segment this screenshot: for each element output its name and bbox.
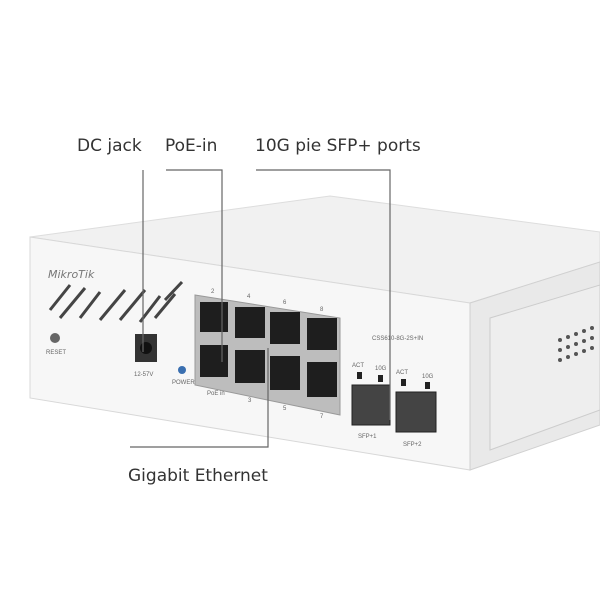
sfp-port-1[interactable]	[351, 384, 391, 426]
ethernet-ports[interactable]	[200, 302, 337, 397]
reset-button[interactable]	[50, 333, 60, 343]
dc-jack-callout: DC jack	[77, 136, 142, 156]
tenG-led	[378, 375, 383, 382]
port-number: 7	[320, 414, 324, 420]
ethernet-port-2	[200, 302, 228, 332]
ethernet-port-8	[307, 318, 337, 350]
port-number: 6	[283, 300, 287, 306]
dc-jack-hole	[140, 342, 152, 354]
sfp-ports-callout: 10G pie SFP+ ports	[255, 136, 421, 156]
gigabit-ethernet-callout: Gigabit Ethernet	[128, 466, 268, 486]
tenG-label: 10G	[375, 366, 387, 372]
callout-lines	[130, 169, 391, 448]
power-led	[178, 366, 186, 374]
ethernet-port-1	[200, 345, 228, 377]
act-label: ACT	[352, 363, 364, 369]
ethernet-port-4	[235, 307, 265, 338]
power-label: POWER	[172, 380, 195, 386]
act-label: ACT	[396, 370, 408, 376]
poe-in-callout: PoE-in	[165, 136, 218, 156]
act-led	[401, 379, 406, 386]
port-number: 4	[247, 294, 251, 300]
tenG-label: 10G	[422, 374, 434, 380]
ethernet-port-5	[270, 356, 300, 390]
port-number: 2	[211, 289, 215, 295]
port-number: 5	[283, 406, 287, 412]
sfp2-label: SFP+2	[403, 442, 422, 448]
ethernet-port-3	[235, 350, 265, 383]
sfp-port-2[interactable]	[395, 391, 437, 433]
sfp1-label: SFP+1	[358, 434, 377, 440]
reset-label: RESET	[46, 350, 66, 356]
side-vent-icon	[558, 326, 594, 362]
poe-in-port-label: PoE in	[207, 391, 225, 397]
port-number: 3	[248, 398, 252, 404]
tenG-led	[425, 382, 430, 389]
model-label: CSS610-8G-2S+IN	[372, 336, 423, 342]
brand-logo: MikroTik	[48, 268, 95, 281]
voltage-label: 12-57V	[134, 372, 153, 378]
act-led	[357, 372, 362, 379]
port-number: 8	[320, 307, 324, 313]
ethernet-port-6	[270, 312, 300, 344]
ethernet-port-7	[307, 362, 337, 397]
side-panel	[489, 284, 600, 451]
